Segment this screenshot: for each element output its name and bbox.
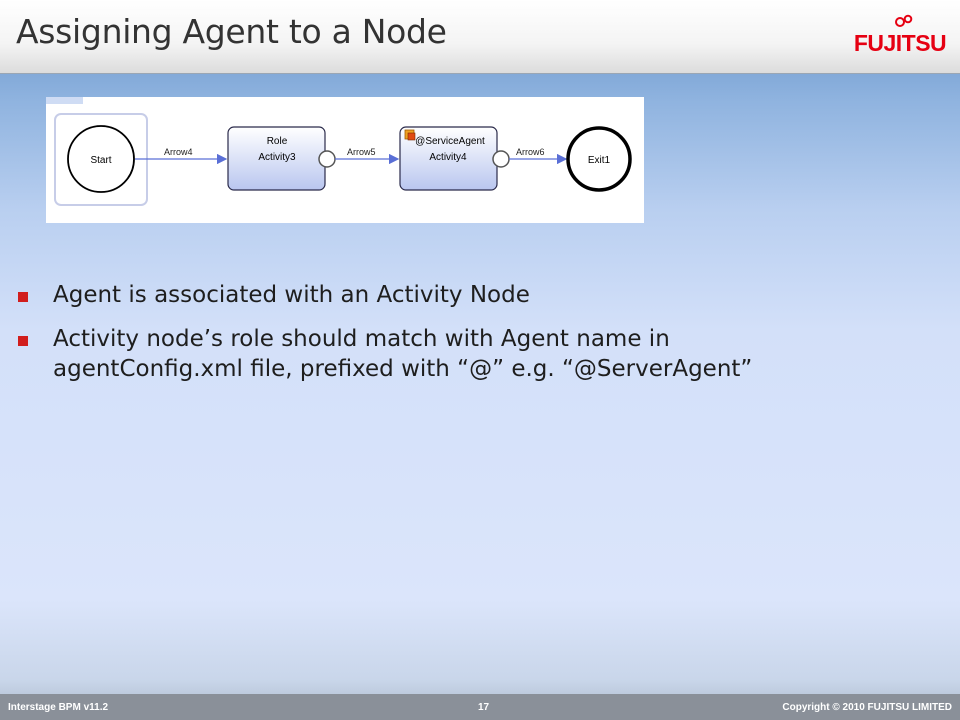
bullet-marker xyxy=(18,336,28,346)
page-number: 17 xyxy=(478,702,490,713)
bullet-list: Agent is associated with an Activity Nod… xyxy=(18,280,918,398)
start-label: Start xyxy=(90,155,111,166)
bullet-item: Activity node’s role should match with A… xyxy=(18,324,918,384)
fujitsu-logo: FUJITSU xyxy=(854,14,947,56)
activity4-port[interactable] xyxy=(492,150,510,168)
agent-badge-icon xyxy=(404,129,416,141)
activity3-label: Activity3 xyxy=(258,152,296,163)
activity3-node[interactable]: Role Activity3 xyxy=(227,126,336,191)
arrow4-label: Arrow4 xyxy=(164,147,193,157)
bullet-item: Agent is associated with an Activity Nod… xyxy=(18,280,918,310)
exit-node[interactable]: Exit1 xyxy=(566,126,632,192)
start-node[interactable]: Start xyxy=(54,113,148,206)
bullet-text: Agent is associated with an Activity Nod… xyxy=(53,282,530,308)
footer-copyright: Copyright © 2010 FUJITSU LIMITED xyxy=(782,702,952,713)
arrow6-label: Arrow6 xyxy=(516,147,545,157)
exit-label: Exit1 xyxy=(588,155,611,166)
activity3-port[interactable] xyxy=(318,150,336,168)
process-diagram: Start Arrow4 Role Activity3 Arrow5 @Serv… xyxy=(46,97,644,223)
bullet-marker xyxy=(18,292,28,302)
footer-bar: Interstage BPM v11.2 17 Copyright © 2010… xyxy=(0,694,960,720)
activity4-label: Activity4 xyxy=(429,152,467,163)
arrow4-connector[interactable]: Arrow4 xyxy=(135,147,228,165)
bullet-text-line2: agentConfig.xml file, prefixed with “@” … xyxy=(53,356,753,382)
arrow5-connector[interactable]: Arrow5 xyxy=(335,147,400,165)
slide-title: Assigning Agent to a Node xyxy=(16,12,447,51)
arrow6-connector[interactable]: Arrow6 xyxy=(509,147,568,165)
title-bar: Assigning Agent to a Node FUJITSU xyxy=(0,0,960,74)
arrow5-label: Arrow5 xyxy=(347,147,376,157)
logo-text: FUJITSU xyxy=(854,30,946,56)
activity4-node[interactable]: @ServiceAgent Activity4 xyxy=(399,126,510,191)
service-agent-label: @ServiceAgent xyxy=(415,136,485,147)
footer-product: Interstage BPM v11.2 xyxy=(8,702,109,713)
bullet-text-line1: Activity node’s role should match with A… xyxy=(53,326,670,352)
activity3-role: Role xyxy=(267,136,288,147)
